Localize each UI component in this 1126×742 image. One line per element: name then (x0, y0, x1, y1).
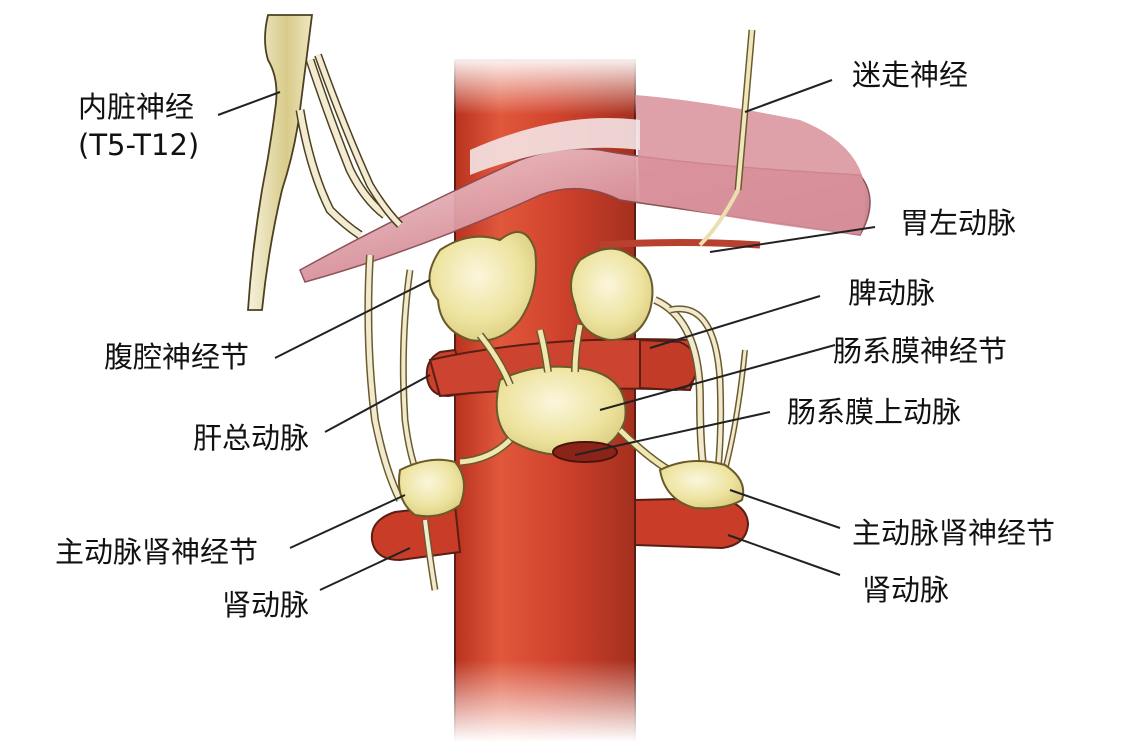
label-renal-artery-right: 肾动脉 (862, 573, 950, 607)
splanchnic-nerve-shape (247, 14, 403, 311)
aorticorenal-ganglion-right-shape (658, 460, 745, 510)
label-celiac-ganglion: 腹腔神经节 (104, 340, 250, 374)
mesenteric-ganglion-shape (459, 324, 692, 484)
label-aorticorenal-ganglion-right: 主动脉肾神经节 (852, 516, 1056, 550)
label-mesenteric-ganglion: 肠系膜神经节 (833, 334, 1008, 368)
label-aorticorenal-ganglion-left: 主动脉肾神经节 (55, 535, 259, 569)
leader-lines (217, 79, 876, 591)
left-gastric-artery-shape (599, 239, 761, 249)
renal-artery-left-shape (370, 503, 462, 562)
label-left-gastric-artery: 胃左动脉 (900, 206, 1017, 240)
nerve-fibers (364, 254, 748, 591)
label-vagus-nerve: 迷走神经 (852, 58, 969, 92)
label-common-hepatic-artery: 肝总动脉 (193, 421, 310, 455)
label-splanchnic-nerves: 内脏神经 (T5-T12) (78, 90, 200, 162)
aorticorenal-ganglion-left-shape (398, 458, 465, 518)
celiac-ganglion-shape (428, 231, 654, 342)
label-splenic-artery: 脾动脉 (848, 276, 936, 310)
label-superior-mesenteric-artery: 肠系膜上动脉 (787, 395, 962, 429)
diaphragm (299, 95, 871, 283)
vagus-nerve-shape (698, 29, 756, 247)
label-renal-artery-left: 肾动脉 (222, 588, 310, 622)
